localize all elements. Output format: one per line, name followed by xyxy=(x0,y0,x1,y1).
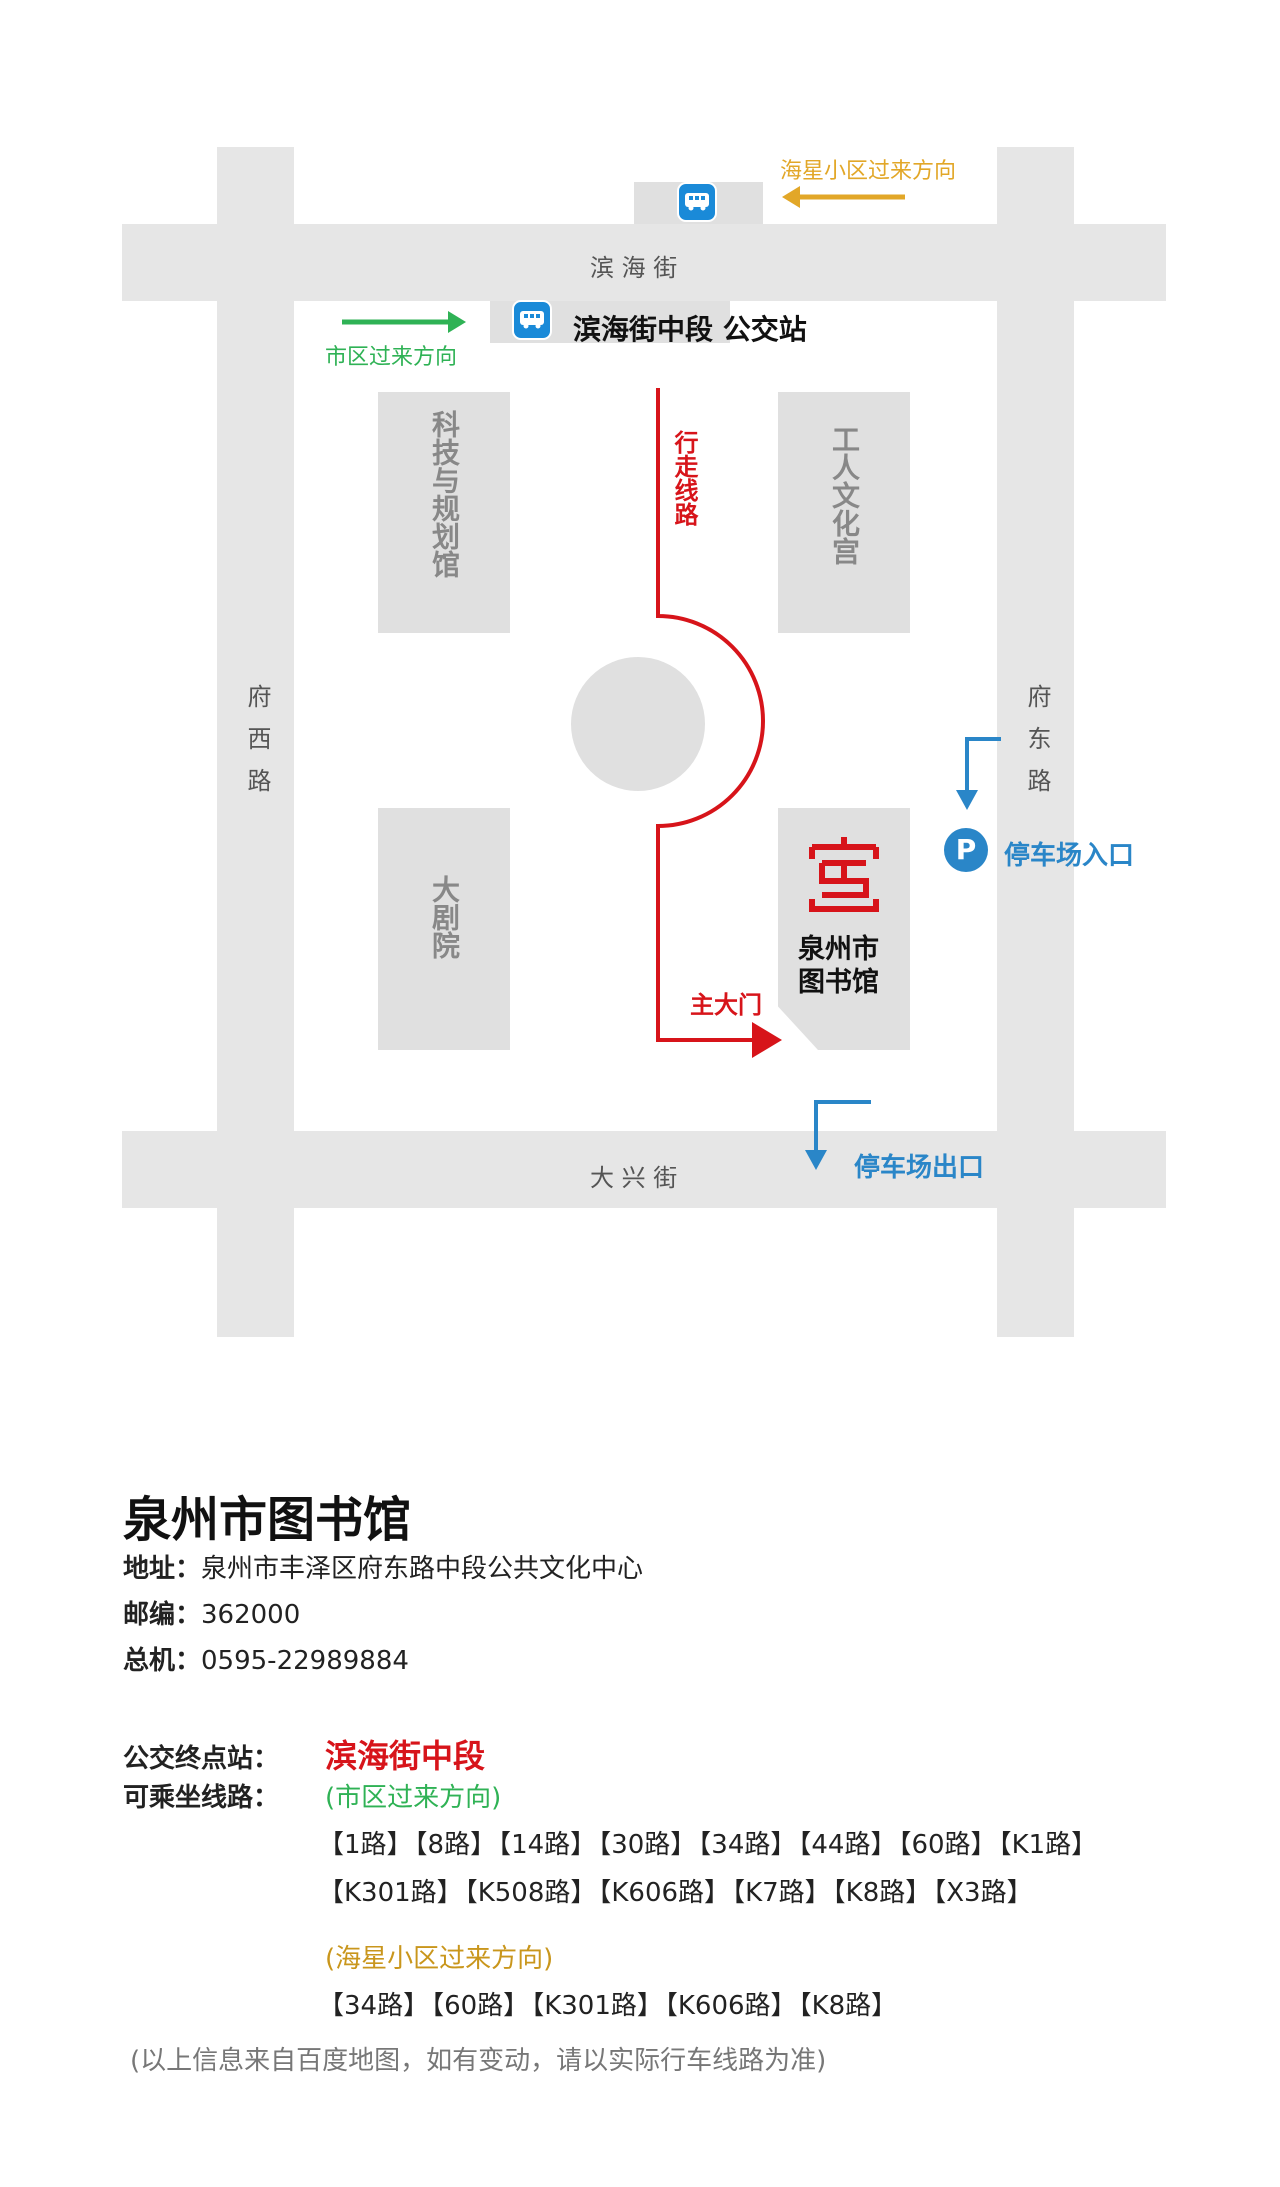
parking-entry-arrow xyxy=(956,737,1001,810)
route: 【X3路】 xyxy=(933,1878,1033,1908)
route: 【K8路】 xyxy=(832,1878,932,1908)
info-title: 泉州市图书馆 xyxy=(123,1492,412,1548)
route: 【K7路】 xyxy=(732,1878,831,1908)
postcode-row: 邮编：362000 xyxy=(123,1594,300,1631)
street-label-binhai: 滨 海 街 xyxy=(590,254,678,282)
building-workers-label: 工人文化宫 xyxy=(828,425,861,565)
city-direction-label: 市区过来方向 xyxy=(325,345,458,370)
road-daxing xyxy=(122,1131,1166,1208)
bus-stop-label: 滨海街中段 公交站 xyxy=(573,313,807,346)
parking-icon: P xyxy=(944,828,988,872)
route: 【34路】 xyxy=(698,1830,797,1860)
walking-route xyxy=(656,388,782,1058)
route: 【K606路】 xyxy=(598,1878,731,1908)
parking-exit-arrow xyxy=(805,1100,871,1170)
road-label-fudong: 府东路 xyxy=(1023,684,1051,810)
phone-label: 总机： xyxy=(123,1646,202,1676)
route: 【K301路】 xyxy=(531,1991,663,2021)
street-label-daxing: 大 兴 街 xyxy=(590,1164,678,1192)
library-label-1: 泉州市 xyxy=(798,934,879,965)
parking-entry-label: 停车场入口 xyxy=(1004,841,1135,871)
address-label: 地址： xyxy=(123,1554,202,1584)
route: 【K1路】 xyxy=(998,1830,1098,1860)
roundabout xyxy=(571,657,705,791)
route: 【8路】 xyxy=(414,1830,497,1860)
building-tech xyxy=(378,392,510,633)
city-routes-1: 【1路】【8路】【14路】【30路】【34路】【44路】【60路】【K1路】 xyxy=(318,1824,1099,1861)
walk-route-label: 行走线路 xyxy=(670,430,698,526)
phone-row: 总机：0595-22989884 xyxy=(123,1640,409,1677)
haixing-routes: 【34路】【60路】【K301路】【K606路】【K8路】 xyxy=(318,1985,899,2022)
terminal-row: 公交终点站： 滨海街中段 xyxy=(123,1731,485,1777)
city-arrow xyxy=(342,311,466,333)
bus-icon xyxy=(677,182,717,222)
postcode-value: 362000 xyxy=(201,1600,301,1630)
route: 【30路】 xyxy=(598,1830,697,1860)
route: 【60路】 xyxy=(898,1830,997,1860)
city-direction-heading: (市区过来方向) xyxy=(325,1783,502,1813)
road-binhai xyxy=(122,224,1166,301)
terminal-label: 公交终点站： xyxy=(123,1744,280,1774)
address-value: 泉州市丰泽区府东路中段公共文化中心 xyxy=(201,1554,644,1584)
lines-label: 可乘坐线路： xyxy=(123,1783,280,1813)
library-label-2: 图书馆 xyxy=(798,967,879,998)
route: 【44路】 xyxy=(798,1830,897,1860)
route: 【K606路】 xyxy=(664,1991,797,2021)
route: 【K8路】 xyxy=(798,1991,898,2021)
parking-exit-label: 停车场出口 xyxy=(854,1153,985,1183)
lines-row: 可乘坐线路： (市区过来方向) xyxy=(123,1777,501,1814)
city-routes-2: 【K301路】【K508路】【K606路】【K7路】【K8路】【X3路】 xyxy=(318,1872,1035,1909)
building-workers xyxy=(778,392,910,633)
route: 【34路】 xyxy=(318,1991,430,2021)
haixing-arrow xyxy=(782,186,905,208)
haixing-direction-label: 海星小区过来方向 xyxy=(780,159,957,184)
disclaimer-note: (以上信息来自百度地图，如有变动，请以实际行车线路为准) xyxy=(130,2046,827,2076)
bus-icon xyxy=(512,300,552,340)
route: 【14路】 xyxy=(498,1830,597,1860)
building-theater xyxy=(378,808,510,1050)
phone-value: 0595-22989884 xyxy=(201,1646,409,1676)
postcode-label: 邮编： xyxy=(123,1600,202,1630)
route: 【K508路】 xyxy=(464,1878,597,1908)
route: 【60路】 xyxy=(431,1991,530,2021)
building-tech-label: 科技与规划馆 xyxy=(428,410,461,578)
haixing-direction-heading: (海星小区过来方向) xyxy=(325,1944,554,1974)
route: 【K301路】 xyxy=(318,1878,463,1908)
main-gate-label: 主大门 xyxy=(690,991,762,1019)
address-row: 地址：泉州市丰泽区府东路中段公共文化中心 xyxy=(123,1548,643,1585)
building-theater-label: 大剧院 xyxy=(428,875,461,959)
library-logo xyxy=(809,837,879,912)
road-label-fuxi: 府西路 xyxy=(243,684,271,810)
route: 【1路】 xyxy=(318,1830,413,1860)
terminal-value: 滨海街中段 xyxy=(325,1737,486,1775)
